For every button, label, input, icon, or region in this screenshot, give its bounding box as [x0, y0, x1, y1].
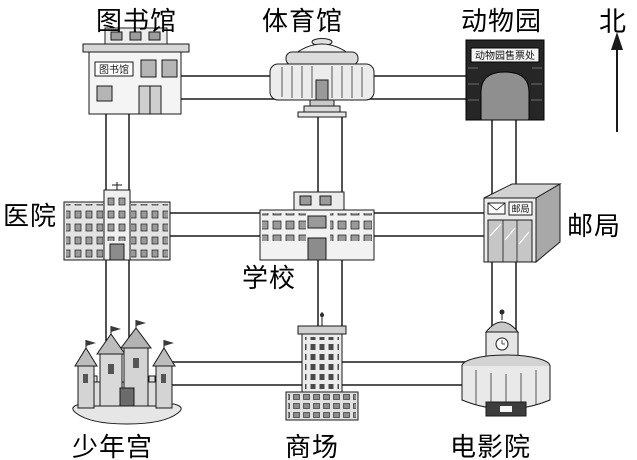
- gym-illustration: [269, 38, 375, 118]
- post-office-illustration: 邮局: [483, 183, 562, 264]
- road-gym-school: [317, 112, 343, 200]
- label-cinema: 电影院: [450, 433, 532, 460]
- building-cinema: [456, 308, 556, 423]
- road-youthpalace-mall: [168, 361, 310, 386]
- library-sign: 图书馆: [99, 63, 129, 76]
- library-illustration: 图书馆: [82, 27, 190, 115]
- road-gym-zoo: [362, 75, 470, 100]
- road-library-hospital: [105, 110, 130, 194]
- label-mall: 商场: [285, 433, 340, 460]
- label-zoo: 动物园: [461, 7, 543, 36]
- road-mall-cinema: [334, 361, 468, 386]
- road-hospital-school: [166, 212, 266, 237]
- label-youth-palace: 少年宫: [72, 433, 154, 460]
- label-hospital: 医院: [3, 202, 58, 231]
- north-arrow-icon: [611, 32, 623, 132]
- label-library: 图书馆: [96, 7, 178, 36]
- road-school-postoffice: [370, 212, 490, 237]
- label-post-office: 邮局: [567, 212, 622, 241]
- post-office-sign: 邮局: [511, 203, 529, 214]
- zoo-sign: 动物园售票处: [475, 49, 535, 62]
- building-post-office: 邮局: [476, 176, 564, 264]
- label-school: 学校: [242, 264, 297, 293]
- road-hospital-youthpalace: [105, 256, 130, 344]
- youth-palace-illustration: [72, 320, 182, 425]
- hospital-illustration: [63, 182, 171, 261]
- road-library-gym: [176, 75, 278, 100]
- label-north: 北: [599, 7, 627, 37]
- road-zoo-postoffice: [491, 116, 517, 196]
- building-gym: [266, 36, 378, 118]
- cinema-illustration: [461, 309, 551, 417]
- building-mall: [282, 312, 362, 422]
- building-zoo: 动物园售票处: [464, 38, 546, 122]
- school-illustration: [259, 191, 375, 261]
- label-gym: 体育馆: [262, 7, 344, 36]
- mall-illustration: [285, 312, 359, 421]
- building-school: [258, 190, 376, 262]
- building-library: 图书馆: [75, 26, 195, 116]
- building-youth-palace: [68, 318, 186, 428]
- road-postoffice-cinema: [491, 256, 517, 338]
- road-school-mall: [317, 256, 343, 332]
- building-hospital: [62, 182, 172, 262]
- zoo-illustration: 动物园售票处: [465, 39, 545, 121]
